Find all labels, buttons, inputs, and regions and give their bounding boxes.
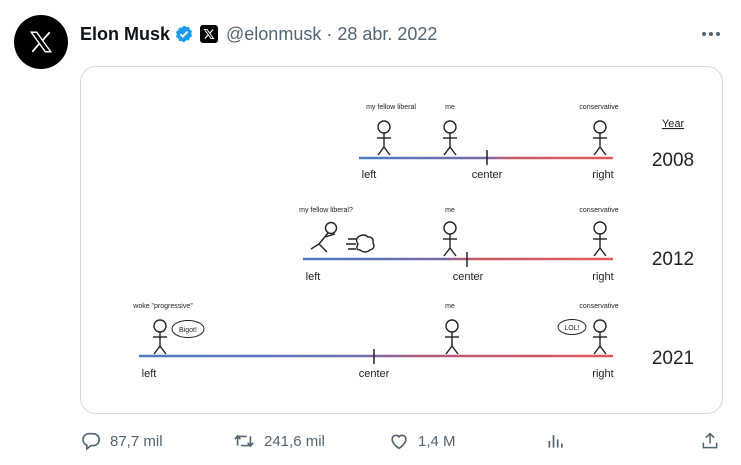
views-icon [548,435,563,448]
year-header: Year [662,118,685,130]
row-2021-left-label: left [142,368,157,380]
row-2021-center-label: center [359,368,390,380]
reply-count: 87,7 mil [110,432,163,450]
row-2021-left-caption: woke "progressive" [132,303,193,310]
author-handle[interactable]: @elonmusk [226,23,322,44]
row-2012-running-figure [310,221,375,253]
reply-button[interactable]: 87,7 mil [80,428,163,454]
row-2012: my fellow liberal? me conservative left … [299,207,694,283]
row-2012-left-caption: my fellow liberal? [299,207,353,214]
tweet-date[interactable]: 28 abr. 2022 [337,23,438,44]
row-2008-right-label: right [592,169,613,181]
row-2021-right-caption: conservative [579,303,618,310]
tweet-header: Elon Musk @elonmusk · 28 abr. 2022 [80,20,437,48]
more-options-icon[interactable] [699,24,723,44]
row-2008-left-caption: my fellow liberal [366,104,416,111]
row-2008-me-figure [442,120,458,156]
reply-icon [82,432,101,451]
x-logo-icon [29,31,53,53]
row-2012-me-caption: me [445,207,455,214]
row-2012-right-label: right [592,271,613,283]
row-2021: woke "progressive" me conservative Bigot… [132,303,694,380]
row-2008-conservative-figure [592,120,608,156]
row-2008-center-label: center [472,169,503,181]
row-2012-me-figure [442,221,458,257]
like-count: 1,4 M [418,432,456,450]
share-button[interactable] [700,428,728,454]
retweet-icon [234,434,254,448]
row-2021-me-caption: me [445,303,455,310]
row-2008-right-caption: conservative [579,104,618,111]
views-button[interactable] [546,428,574,454]
row-2021-woke-figure [152,319,168,355]
row-2012-right-caption: conservative [579,207,618,214]
row-2021-year: 2021 [652,348,694,369]
like-button[interactable]: 1,4 M [388,428,456,454]
header-separator: · [326,23,333,44]
tweet-media[interactable]: Year my fellow liberal me conservative l… [80,66,723,414]
row-2021-left-speech-bubble [171,320,205,338]
retweet-button[interactable]: 241,6 mil [232,428,325,454]
like-icon [391,434,407,450]
row-2012-left-label: left [306,271,321,283]
row-2008: my fellow liberal me conservative left c… [359,104,694,181]
row-2012-conservative-figure [592,221,608,257]
verified-badge-icon[interactable] [174,24,194,44]
tweet-action-bar: 87,7 mil 241,6 mil 1,4 M [80,428,730,454]
row-2021-right-speech-bubble [557,319,587,335]
row-2008-year: 2008 [652,150,694,171]
row-2021-left-speech: Bigot! [179,327,197,334]
row-2012-year: 2012 [652,249,694,270]
x-affiliate-badge-icon[interactable] [200,25,219,43]
row-2021-right-speech: LOL! [564,325,579,332]
row-2008-me-caption: me [445,104,455,111]
row-2008-left-label: left [362,169,377,181]
row-2021-right-label: right [592,368,613,380]
row-2012-center-label: center [453,271,484,283]
row-2021-me-figure [444,319,460,355]
row-2008-liberal-figure [376,120,392,156]
political-spectrum-meme: Year my fellow liberal me conservative l… [132,104,694,380]
retweet-count: 241,6 mil [264,432,325,450]
share-icon [702,432,718,449]
author-name[interactable]: Elon Musk [80,23,171,44]
row-2021-conservative-figure [592,319,608,355]
avatar[interactable] [14,15,68,69]
